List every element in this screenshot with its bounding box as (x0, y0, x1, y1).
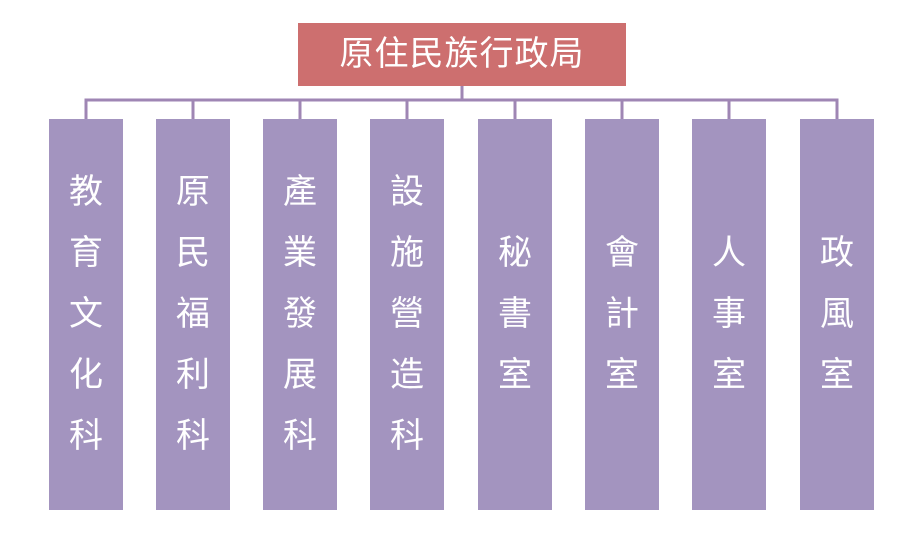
root-node-label: 原住民族行政局 (339, 34, 585, 74)
department-node-accounting: 會計室 (585, 119, 659, 510)
department-node-label-char: 室 (498, 355, 532, 395)
department-node-label-char: 產 (283, 172, 317, 212)
department-node-label-char: 民 (176, 233, 210, 273)
department-node-label-char: 施 (390, 233, 424, 273)
department-node-label-char: 營 (390, 294, 424, 334)
department-node-label-char: 育 (69, 233, 103, 273)
department-node-label-char: 秘 (498, 233, 532, 273)
department-node-label-char: 造 (390, 355, 424, 395)
department-node-label-char: 室 (820, 355, 854, 395)
department-node-label-char: 文 (69, 294, 103, 334)
department-node-label-char: 書 (498, 294, 532, 334)
department-node-label-char: 原 (176, 172, 210, 212)
department-node-label-char: 教 (69, 172, 103, 212)
department-node-label-char: 室 (712, 355, 746, 395)
department-node-label-char: 科 (69, 416, 103, 456)
department-node-indigenous-welfare: 原民福利科 (156, 119, 230, 510)
department-node-label-char: 事 (712, 294, 746, 334)
department-node-label-char: 人 (712, 233, 746, 273)
department-node-label-char: 科 (283, 416, 317, 456)
department-node-label-char: 會 (605, 233, 639, 273)
department-node-personnel: 人事室 (692, 119, 766, 510)
department-node-facility-construction: 設施營造科 (370, 119, 444, 510)
department-node-label-char: 展 (283, 355, 317, 395)
department-node-industry-development: 產業發展科 (263, 119, 337, 510)
department-node-label-char: 利 (176, 355, 210, 395)
department-node-label-char: 業 (283, 233, 317, 273)
department-node-label-char: 設 (390, 172, 424, 212)
department-node-ethics: 政風室 (800, 119, 874, 510)
department-node-label-char: 科 (390, 416, 424, 456)
department-node-label-char: 科 (176, 416, 210, 456)
department-node-label-char: 計 (605, 294, 639, 334)
department-node-label-char: 福 (176, 294, 210, 334)
department-node-label-char: 化 (69, 355, 103, 395)
department-node-education-culture: 教育文化科 (49, 119, 123, 510)
department-node-label-char: 風 (820, 294, 854, 334)
department-node-label-char: 政 (820, 233, 854, 273)
department-node-secretariat: 秘書室 (478, 119, 552, 510)
root-node: 原住民族行政局 (298, 23, 626, 86)
department-node-label-char: 室 (605, 355, 639, 395)
department-node-label-char: 發 (283, 294, 317, 334)
